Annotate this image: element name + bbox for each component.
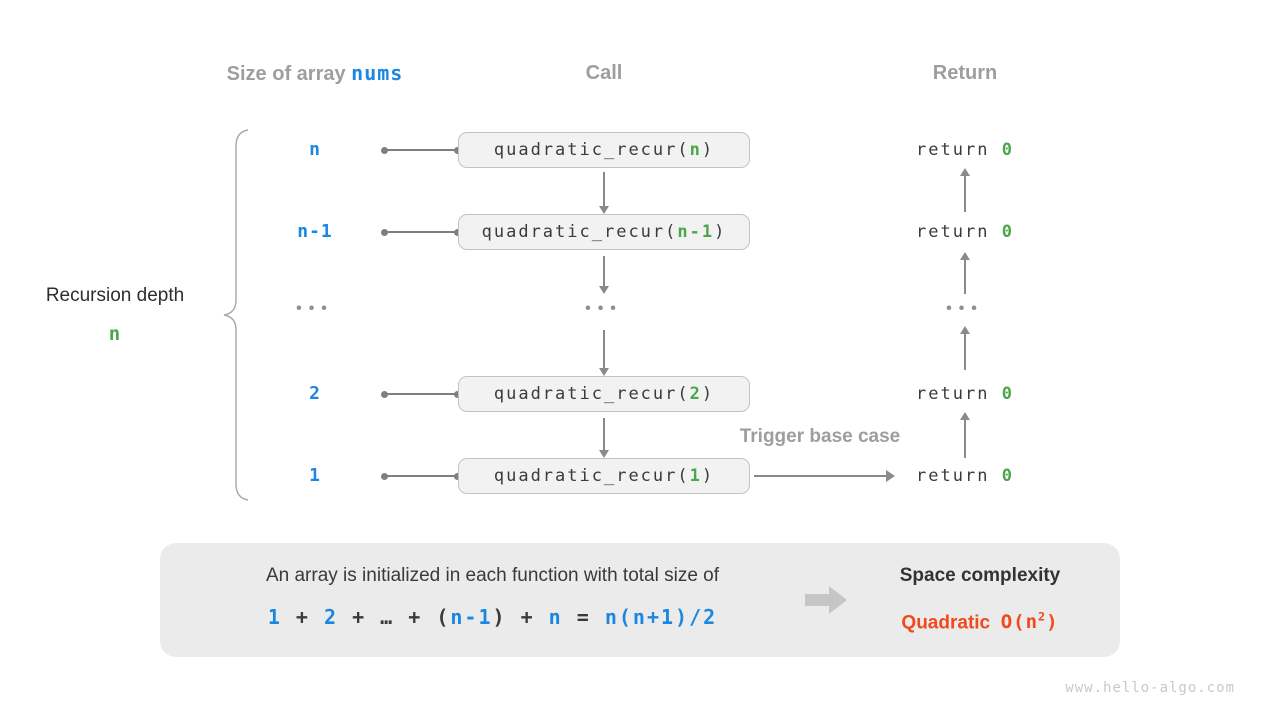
column-header-call: Call <box>585 62 623 84</box>
call-close-paren: ) <box>714 222 727 242</box>
connector-line <box>381 390 461 398</box>
return-arrow-up-icon <box>960 168 970 212</box>
call-box: quadratic_recur(2) <box>458 376 750 412</box>
call-fn-text: quadratic_recur( <box>493 140 690 160</box>
summary-box: An array is initialized in each function… <box>160 543 1120 657</box>
size-label: n-1 <box>297 221 333 242</box>
connector-line <box>381 228 461 236</box>
complexity-word: Quadratic <box>901 612 991 634</box>
call-arg: 1 <box>689 466 702 486</box>
formula-segment: + <box>394 605 437 629</box>
column-header-return: Return <box>932 62 998 84</box>
size-label: 1 <box>309 465 321 486</box>
block-arrow-right-icon <box>805 586 847 614</box>
formula-segment: n(n+1)/2 <box>604 605 718 629</box>
formula-segment: + <box>506 605 549 629</box>
return-value: 0 <box>1001 384 1014 404</box>
return-keyword: return <box>916 222 990 242</box>
call-close-paren: ) <box>701 140 715 160</box>
recursion-depth-label: Recursion depth <box>45 285 185 306</box>
formula-segment: … <box>380 605 395 629</box>
space-complexity-title: Space complexity <box>899 565 1061 586</box>
return-keyword: return <box>916 384 990 404</box>
formula-segment: ( <box>436 605 451 629</box>
call-arg: 2 <box>689 384 702 404</box>
call-arg: n-1 <box>677 222 715 242</box>
recursion-depth-value: n <box>108 323 122 345</box>
size-ellipsis: ••• <box>296 300 334 317</box>
big-o-notation: O(n2) <box>1000 610 1059 634</box>
size-label: n <box>309 139 321 160</box>
call-arg: n <box>689 140 702 160</box>
return-statement: return 0 <box>900 219 1030 245</box>
return-value: 0 <box>1001 222 1014 242</box>
formula-segment: 1 <box>267 605 282 629</box>
formula-segment: + <box>281 605 324 629</box>
call-arrow-down-icon <box>599 172 609 214</box>
return-statement: return 0 <box>900 381 1030 407</box>
call-fn-text: quadratic_recur( <box>493 466 690 486</box>
call-close-paren: ) <box>701 384 715 404</box>
formula-segment: n <box>548 605 563 629</box>
formula-segment: ) <box>492 605 507 629</box>
call-arrow-down-icon <box>599 256 609 294</box>
size-label: 2 <box>309 383 321 404</box>
trigger-base-case-label: Trigger base case <box>739 426 901 447</box>
call-arrow-down-icon <box>599 418 609 458</box>
return-arrow-up-icon <box>960 252 970 294</box>
nums-code-text: nums <box>351 61 404 85</box>
formula-segment: = <box>562 605 605 629</box>
website-watermark: www.hello-algo.com <box>1065 680 1235 696</box>
brace <box>223 129 249 501</box>
base-case-arrow-right-icon <box>754 470 895 482</box>
return-arrow-up-icon <box>960 326 970 370</box>
call-close-paren: ) <box>701 466 715 486</box>
formula-segment: n-1 <box>450 605 493 629</box>
formula-segment: 2 <box>323 605 339 629</box>
formula-segment: + <box>338 605 381 629</box>
return-keyword: return <box>916 466 990 486</box>
summary-sentence: An array is initialized in each function… <box>265 565 720 586</box>
return-value: 0 <box>1001 466 1014 486</box>
call-box: quadratic_recur(n-1) <box>458 214 750 250</box>
call-box: quadratic_recur(1) <box>458 458 750 494</box>
call-fn-text: quadratic_recur( <box>481 222 678 242</box>
call-arrow-down-icon <box>599 330 609 376</box>
space-complexity-value: Quadratic O(n2) <box>865 603 1095 637</box>
call-ellipsis: ••• <box>585 300 623 317</box>
connector-line <box>381 472 461 480</box>
return-statement: return 0 <box>900 463 1030 489</box>
call-box: quadratic_recur(n) <box>458 132 750 168</box>
return-ellipsis: ••• <box>946 300 984 317</box>
call-fn-text: quadratic_recur( <box>493 384 690 404</box>
return-keyword: return <box>916 140 990 160</box>
size-header-text: Size of array <box>226 63 352 85</box>
return-value: 0 <box>1001 140 1014 160</box>
column-header-size: Size of array nums <box>205 60 425 87</box>
connector-line <box>381 146 461 154</box>
return-statement: return 0 <box>900 137 1030 163</box>
summary-formula: 1 + 2 + … + (n-1) + n = n(n+1)/2 <box>185 603 800 631</box>
return-arrow-up-icon <box>960 412 970 458</box>
